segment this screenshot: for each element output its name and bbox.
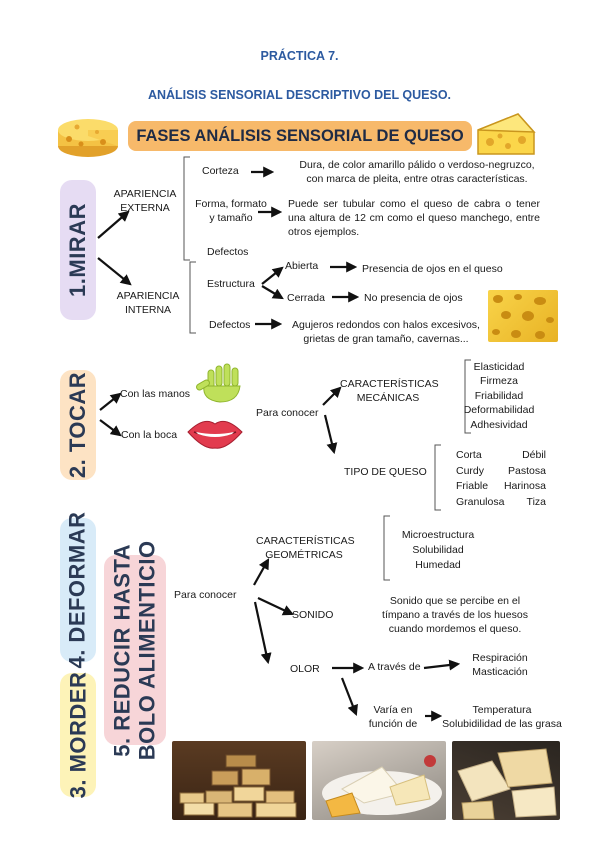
a-traves-list: Respiración Masticación <box>458 651 542 679</box>
list-item: Temperatura <box>472 704 532 716</box>
defectos-externa-label: Defectos <box>207 246 249 258</box>
cerrada-description: No presencia de ojos <box>364 292 463 304</box>
phase-reducir-label: 5. REDUCIR HASTA BOLO ALIMENTICIO <box>104 540 166 760</box>
cheese-stack-photo <box>172 741 306 820</box>
list-item: Friabilidad <box>474 389 524 402</box>
mouth-icon <box>187 420 243 449</box>
phases-banner: FASES ANÁLISIS SENSORIAL DE QUESO <box>128 121 472 151</box>
cerrada-label: Cerrada <box>287 292 325 304</box>
cheese-wedge-icon <box>477 113 536 155</box>
phase-morder-label: 3. MORDER <box>60 672 96 798</box>
list-item: Solubilidad <box>412 543 464 556</box>
defectos-interna-description: Agujeros redondos con halos excesivos,gr… <box>292 319 480 346</box>
tipo-de-queso-label: TIPO DE QUESO <box>344 466 427 478</box>
list-item: Elasticidad <box>473 361 525 373</box>
geometricas-list: Microestructura Solubilidad Humedad <box>392 528 484 573</box>
page-title: ANÁLISIS SENSORIAL DESCRIPTIVO DEL QUESO… <box>147 88 452 102</box>
a-traves-de-label: A través de <box>368 661 421 673</box>
varia-list: Temperatura Solubidilidad de las grasa <box>436 703 568 731</box>
con-la-boca-label: Con la boca <box>121 429 178 441</box>
list-item: Solubidilidad de las grasa <box>442 718 562 731</box>
cheese-holes-photo <box>488 290 558 342</box>
list-item: Masticación <box>472 666 528 679</box>
hand-icon <box>196 363 241 403</box>
list-item: Firmeza <box>480 375 518 388</box>
estructura-label: Estructura <box>207 278 255 290</box>
phase-tocar-label: 2. TOCAR <box>60 370 96 480</box>
sonido-label: SONIDO <box>292 609 334 621</box>
list-item: Deformabilidad <box>463 404 535 417</box>
cheese-wheel-icon <box>58 119 118 157</box>
con-las-manos-label: Con las manos <box>120 388 191 400</box>
abierta-description: Presencia de ojos en el queso <box>362 263 503 275</box>
list-item: Adhesividad <box>470 418 528 431</box>
phase-deformar-label: 4. DEFORMAR <box>60 511 96 669</box>
olor-label: OLOR <box>290 663 320 675</box>
forma-description: Puede ser tubular como el queso de cabra… <box>288 198 540 239</box>
bolo-para-conocer-label: Para conocer <box>174 589 237 601</box>
corteza-description: Dura, de color amarillo pálido o verdoso… <box>299 159 535 186</box>
abierta-label: Abierta <box>285 260 319 272</box>
defectos-interna-label: Defectos <box>209 319 251 331</box>
cheese-board-photo <box>452 741 560 820</box>
phase-mirar-label: 1.MIRAR <box>60 180 96 320</box>
corteza-label: Corteza <box>202 165 239 177</box>
list-item: Respiración <box>472 652 528 664</box>
cheese-plate-photo <box>312 741 446 820</box>
mecanicas-list: Elasticidad Firmeza Friabilidad Deformab… <box>455 360 543 432</box>
list-item: Humedad <box>415 558 461 571</box>
tocar-para-conocer-label: Para conocer <box>256 407 319 419</box>
practice-number: PRÁCTICA 7. <box>260 49 339 63</box>
list-item: Microestructura <box>401 529 475 541</box>
